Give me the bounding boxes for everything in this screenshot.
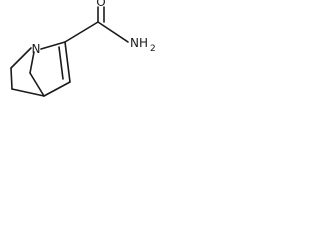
bond-n-c8 <box>29 51 35 74</box>
bond-c2-c3-double <box>58 46 64 80</box>
bond-camide-nh2 <box>97 21 129 43</box>
amide-nh-label: NH <box>130 36 148 50</box>
oxygen-label: O <box>96 0 105 9</box>
bond-c5-c4 <box>11 88 45 97</box>
bond-n-c2 <box>40 41 66 50</box>
bond-c3-c4 <box>43 81 71 97</box>
bond-c8-c7 <box>29 72 45 97</box>
bond-n-c6 <box>10 47 32 69</box>
amide-h2-subscript: 2 <box>150 44 156 54</box>
structure-diagram: N O NH 2 <box>10 0 156 97</box>
bond-c6-c5 <box>10 67 13 90</box>
bond-c2-camide <box>64 21 99 43</box>
ring-nitrogen-label: N <box>32 42 41 56</box>
bond-c2-c3 <box>64 41 71 83</box>
